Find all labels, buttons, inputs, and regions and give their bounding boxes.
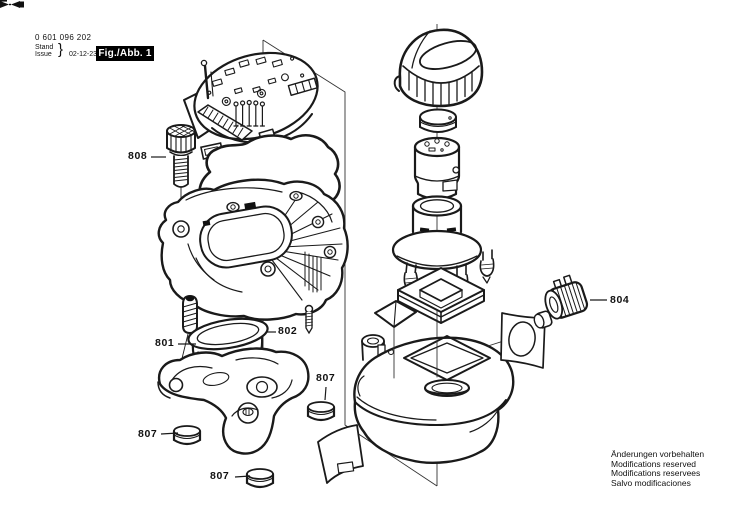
part-label-802: 802 <box>278 325 298 337</box>
rotary-knob-804 <box>533 274 589 329</box>
mount-plate <box>487 312 546 369</box>
part-label-804: 804 <box>610 294 630 306</box>
notice-en: Modifications reserved <box>611 458 697 469</box>
base-plate <box>157 347 310 455</box>
cap-puck <box>419 108 457 133</box>
notice-fr: Modifications reservees <box>611 468 701 479</box>
spring <box>176 294 198 380</box>
notice-de: Änderungen vorbehalten <box>611 449 705 459</box>
top-knob <box>393 28 484 108</box>
thumbscrew-808 <box>166 124 196 231</box>
lower-housing <box>353 327 515 465</box>
part-label-801: 801 <box>155 337 175 349</box>
part-label-807-left: 807 <box>138 428 158 440</box>
document-part-number: 0 601 096 202 <box>35 33 92 42</box>
issue-stamp-icon <box>0 0 24 8</box>
seal-ring-802 <box>187 317 269 351</box>
upper-housing <box>157 178 349 321</box>
laser-module <box>413 136 461 201</box>
sticker-sheet <box>317 424 364 484</box>
part-label-808: 808 <box>128 150 148 162</box>
legal-notices: Änderungen vorbehalten Modifications res… <box>611 449 705 488</box>
figure-label-box: Fig./Abb. 1 <box>96 46 154 61</box>
notice-es: Salvo modificaciones <box>611 477 691 488</box>
part-label-807-right: 807 <box>316 372 336 384</box>
issue-date: 02-12-23 <box>69 51 98 58</box>
prism-frame <box>397 267 485 324</box>
stand-label: Stand <box>35 43 54 51</box>
issue-label: Issue <box>35 51 52 58</box>
brace-glyph: } <box>58 41 64 58</box>
small-screw <box>304 304 314 335</box>
figure-label: Fig./Abb. 1 <box>98 48 152 59</box>
rubber-foot-807-left <box>172 425 202 446</box>
prism <box>374 300 417 328</box>
part-label-807-bottom: 807 <box>210 470 230 482</box>
rubber-foot-807-bottom <box>245 468 275 489</box>
rubber-foot-807-right <box>306 401 336 422</box>
leader-lines <box>151 156 607 478</box>
